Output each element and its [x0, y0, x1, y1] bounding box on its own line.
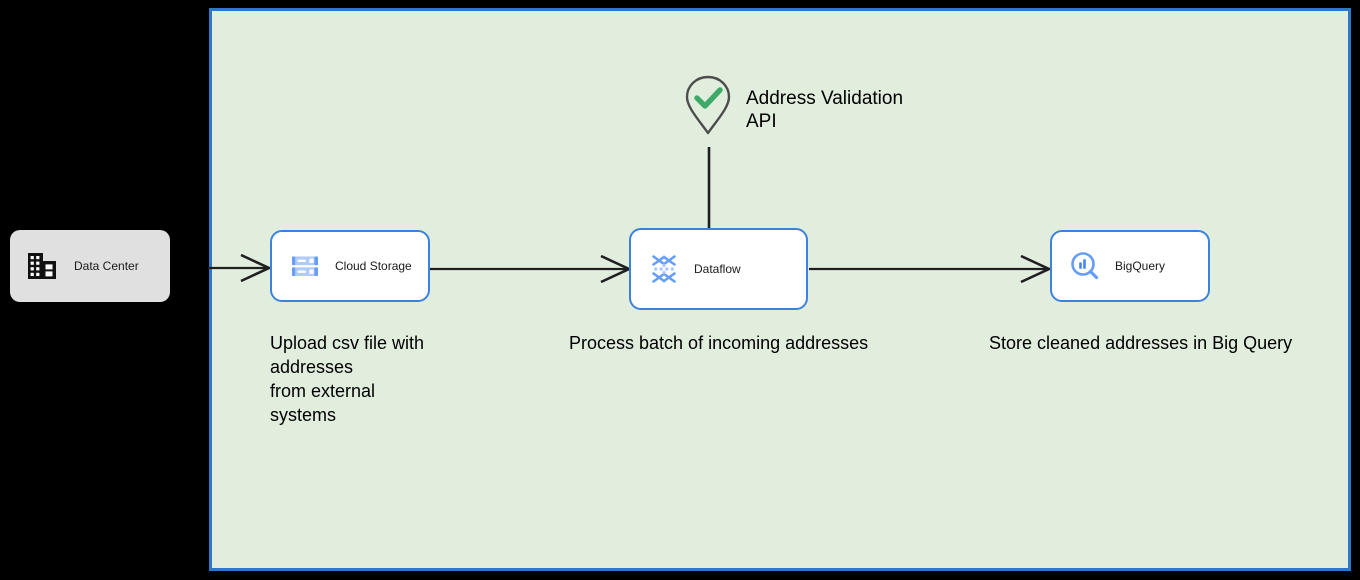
node-bigquery-label: BigQuery [1115, 259, 1166, 273]
cloud-storage-icon [292, 256, 318, 276]
caption-store-cleaned: Store cleaned addresses in Big Query [989, 333, 1293, 353]
node-dataflow-label: Dataflow [694, 262, 741, 276]
bigquery-icon [1071, 252, 1099, 280]
dataflow-icon [652, 255, 676, 283]
caption-process-batch: Process batch of incoming addresses [569, 333, 869, 353]
data-center-building-icon [28, 253, 56, 279]
node-data-center[interactable]: Data Center [10, 230, 170, 302]
node-dataflow[interactable]: Dataflow [629, 228, 808, 310]
caption-upload-csv: Upload csv file with addresses from exte… [270, 333, 425, 425]
node-cloud-storage[interactable]: Cloud Storage [270, 230, 430, 302]
node-cloud-storage-label: Cloud Storage [335, 259, 412, 273]
node-data-center-label: Data Center [74, 259, 139, 273]
node-address-validation-api[interactable]: Address Validation API [684, 74, 903, 136]
node-address-validation-api-label: Address Validation API [746, 88, 904, 132]
map-pin-check-icon [685, 75, 731, 135]
node-bigquery[interactable]: BigQuery [1050, 230, 1210, 302]
